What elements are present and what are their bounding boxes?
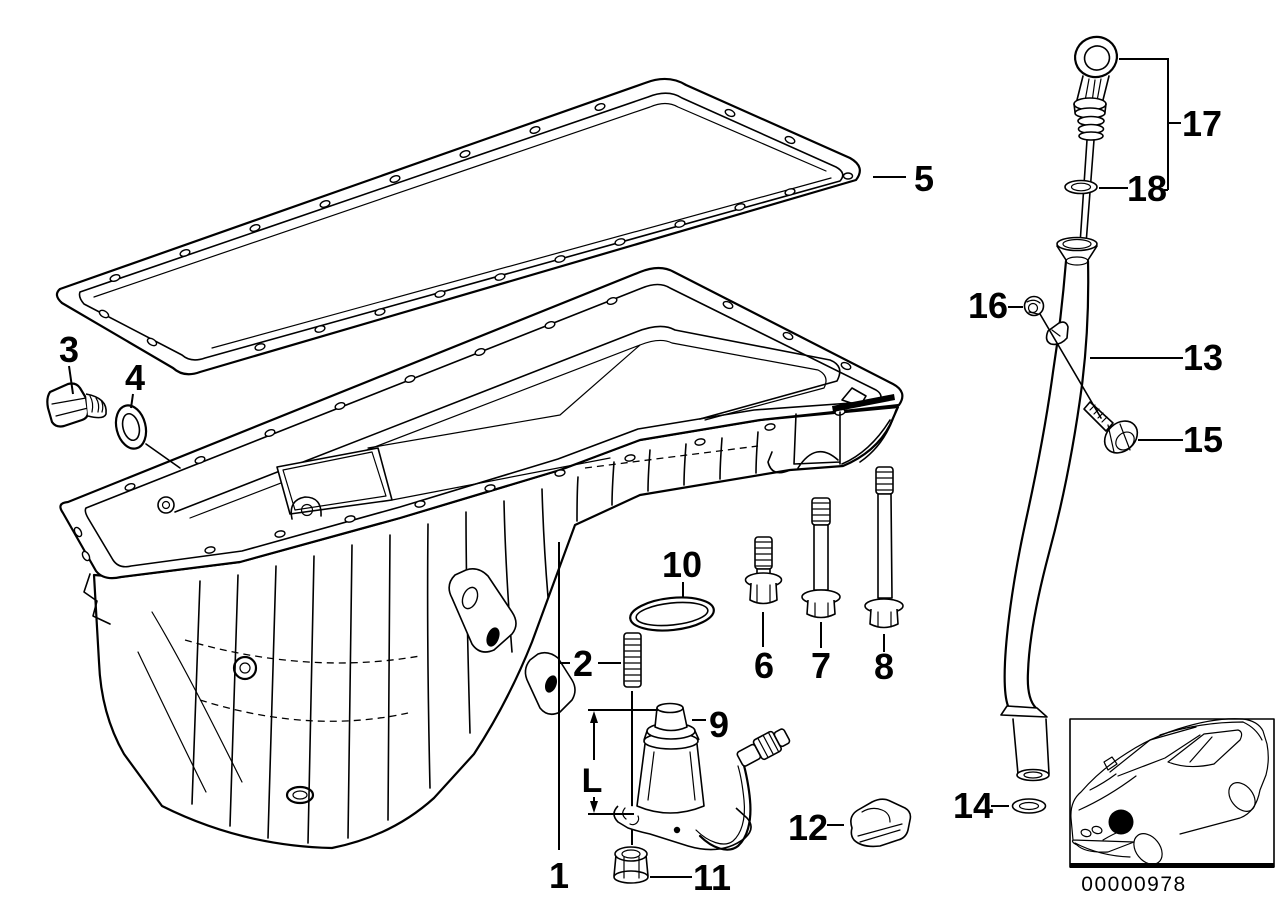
- cable-clip-drawing: [850, 798, 912, 848]
- callout-8[interactable]: 8: [874, 646, 894, 687]
- oil-pan-gasket-drawing: [55, 77, 861, 376]
- image-code: 00000978: [1081, 873, 1186, 896]
- callout-4[interactable]: 4: [125, 357, 145, 398]
- bolt-7-drawing: [801, 497, 841, 619]
- drain-plug-drawing: [46, 382, 107, 428]
- callout-16[interactable]: 16: [968, 285, 1008, 326]
- guide-tube-drawing: [1000, 236, 1098, 782]
- callout-15[interactable]: 15: [1183, 419, 1223, 460]
- callout-7[interactable]: 7: [811, 645, 831, 686]
- callout-13[interactable]: 13: [1183, 337, 1223, 378]
- oring-drawing: [629, 596, 715, 632]
- oil-level-sensor-drawing: [613, 702, 791, 851]
- callout-12[interactable]: 12: [788, 807, 828, 848]
- car-outline: [1070, 718, 1269, 865]
- drain-plug-seal-ring-drawing: [114, 404, 181, 469]
- callout-9[interactable]: 9: [709, 704, 729, 745]
- tube-bolt-drawing: [1083, 401, 1139, 454]
- callout-numbers: 1 2 3 4 5 6 7 8 9 10 11 12 13 14 15 16 1…: [59, 103, 1223, 898]
- callout-6[interactable]: 6: [754, 645, 774, 686]
- callout-11[interactable]: 11: [693, 857, 731, 898]
- sensor-length-dimension: L: [582, 709, 658, 815]
- callout-3[interactable]: 3: [59, 329, 79, 370]
- pan-flange-bolt-holes: [73, 297, 852, 562]
- cap-nut-drawing: [613, 846, 649, 884]
- callout-17[interactable]: 17: [1182, 103, 1222, 144]
- callout-10[interactable]: 10: [662, 544, 702, 585]
- gasket-bolt-holes: [98, 103, 854, 351]
- stud-bolt-drawing: [623, 632, 642, 845]
- dipstick-drawing: [1073, 35, 1119, 245]
- callout-17-bracket: [1119, 58, 1181, 190]
- callout-2[interactable]: 2: [573, 643, 593, 684]
- callout-1[interactable]: 1: [549, 855, 569, 896]
- dipstick-seal-ring-drawing: [1064, 179, 1098, 195]
- bolt-8-drawing: [864, 466, 904, 629]
- dimension-label: L: [582, 762, 603, 800]
- callout-5[interactable]: 5: [914, 158, 934, 199]
- callout-18[interactable]: 18: [1127, 168, 1167, 209]
- tube-seal-ring-drawing: [1011, 798, 1047, 814]
- sealing-plug-drawing: [1023, 295, 1045, 317]
- callout-4-leader: [130, 393, 134, 409]
- leader-lines: [68, 58, 1183, 878]
- sensor-connector: [736, 728, 791, 767]
- callout-3-leader: [68, 365, 74, 395]
- plug-to-bolt-line: [1039, 313, 1102, 419]
- callout-14[interactable]: 14: [953, 785, 993, 826]
- oil-pan-drawing: [59, 266, 904, 850]
- bolt-6-drawing: [744, 536, 783, 605]
- location-dot: [1108, 809, 1134, 835]
- callout-18-leader: [1099, 187, 1168, 191]
- car-thumbnail: 00000978: [1069, 718, 1275, 896]
